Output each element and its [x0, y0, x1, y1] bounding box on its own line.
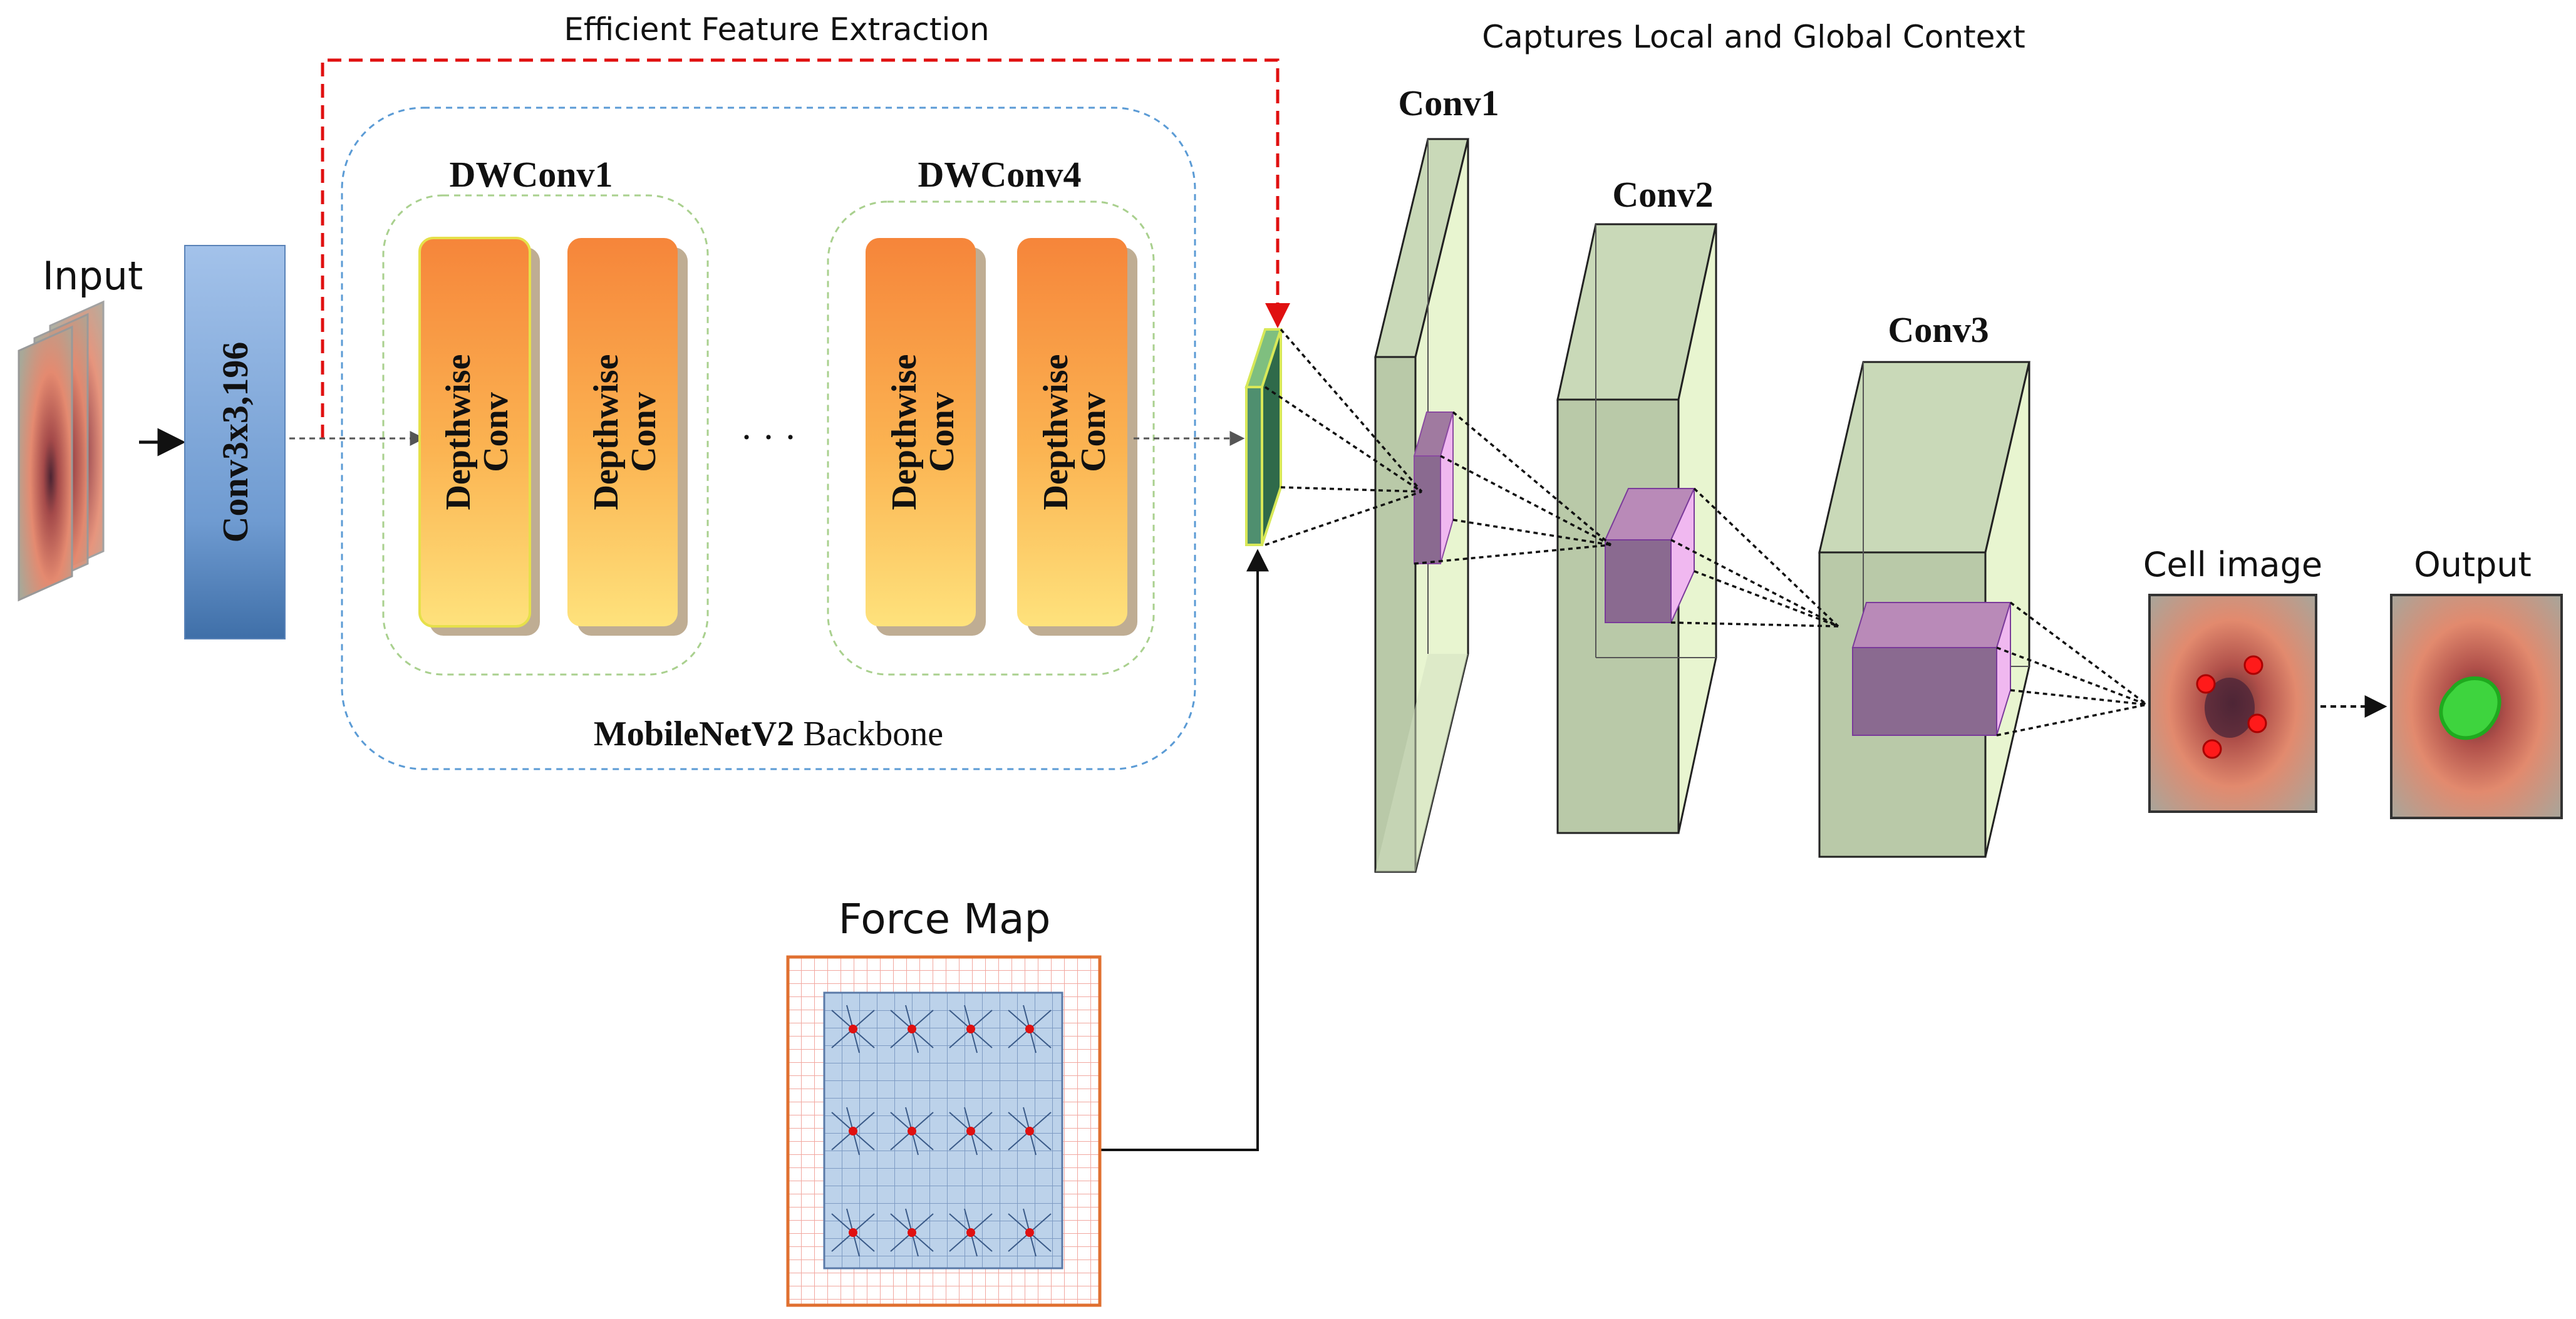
cell-image	[2148, 594, 2317, 813]
force-point	[966, 1025, 975, 1033]
force-point	[1025, 1025, 1034, 1033]
input-image-stack	[18, 300, 105, 602]
depthwise-conv-block-2: DepthwiseConv	[567, 238, 688, 636]
backbone-label: MobileNetV2 Backbone	[594, 715, 943, 753]
conv1-cuboid	[1374, 138, 1469, 873]
depthwise-conv-block-3: DepthwiseConv	[866, 238, 986, 636]
stem-conv-block	[184, 245, 286, 639]
efficient-feature-extraction-label: Efficient Feature Extraction	[564, 11, 989, 48]
force-point	[908, 1228, 916, 1237]
keypoint-marker	[2243, 655, 2263, 675]
force-map-label: Force Map	[839, 895, 1051, 943]
force-map-to-fusion-arrow	[1099, 549, 1269, 1151]
force-point	[849, 1228, 857, 1237]
force-map	[786, 955, 1102, 1307]
force-point	[1025, 1228, 1034, 1237]
force-point	[849, 1025, 857, 1033]
input-label: Input	[43, 253, 143, 299]
depthwise-conv-block-1: DepthwiseConv	[418, 237, 540, 636]
force-point	[849, 1127, 857, 1135]
conv1-label: Conv1	[1398, 83, 1499, 123]
force-point	[908, 1025, 916, 1033]
captures-context-label: Captures Local and Global Context	[1482, 19, 2025, 55]
keypoint-marker	[2202, 739, 2222, 759]
svg-text:DepthwiseConv: DepthwiseConv	[885, 354, 961, 510]
svg-text:DepthwiseConv: DepthwiseConv	[587, 354, 663, 510]
conv2-label: Conv2	[1612, 174, 1713, 215]
force-point	[908, 1127, 916, 1135]
keypoint-marker	[2196, 674, 2216, 694]
force-point	[966, 1127, 975, 1135]
output-label: Output	[2414, 545, 2532, 584]
segmentation-mask	[2439, 676, 2501, 740]
cell-image-label: Cell image	[2143, 545, 2322, 584]
projection-lines	[1265, 328, 2148, 737]
svg-text:DepthwiseConv: DepthwiseConv	[439, 354, 515, 510]
keypoint-marker	[2247, 713, 2267, 733]
fusion-feature-slab	[1244, 328, 1283, 546]
conv3-label: Conv3	[1888, 309, 1989, 350]
ellipsis: · · ·	[740, 416, 797, 458]
depthwise-conv-block-4: DepthwiseConv	[1017, 238, 1137, 636]
conv3-feature-block	[1851, 602, 2012, 736]
conv1-feature-block	[1413, 411, 1454, 564]
dwconv4-label: DWConv4	[918, 154, 1081, 195]
skip-connection-arrow	[321, 58, 1290, 438]
dwconv1-group	[382, 194, 709, 676]
force-point	[966, 1228, 975, 1237]
output-image	[2390, 594, 2563, 819]
force-point	[1025, 1127, 1034, 1135]
dwconv1-label: DWConv1	[449, 154, 613, 195]
svg-text:DepthwiseConv: DepthwiseConv	[1037, 354, 1113, 510]
stem-conv-label: Conv3x3,196	[215, 342, 256, 543]
